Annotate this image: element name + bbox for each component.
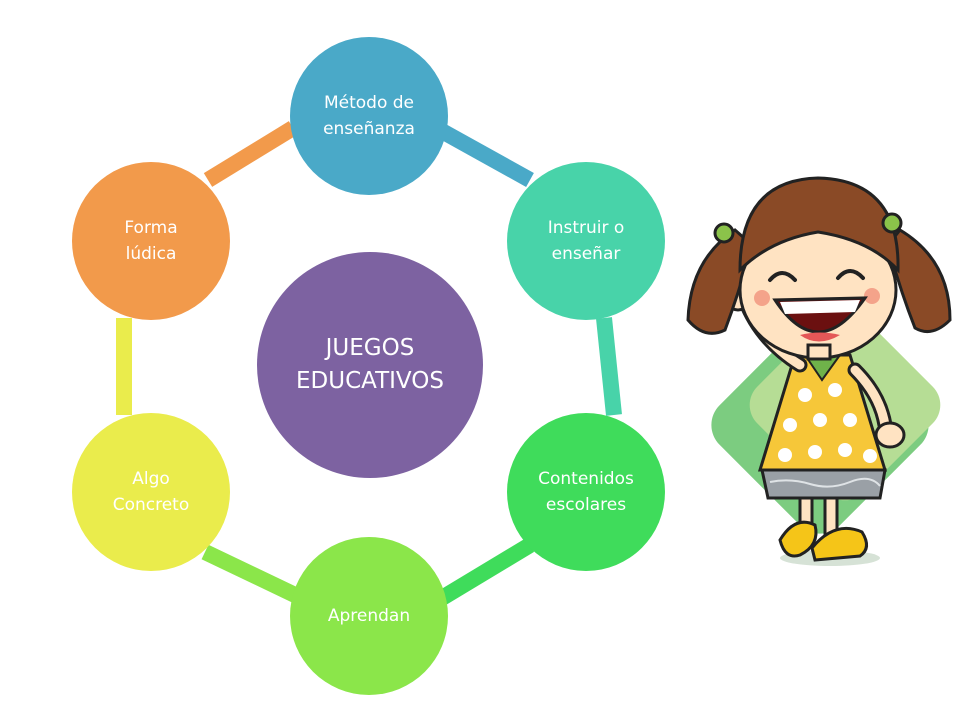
ring-arc-6 bbox=[203, 121, 298, 187]
ring-arc-2 bbox=[596, 317, 622, 416]
node-label-line2: lúdica bbox=[125, 244, 177, 264]
node-label-line2: enseñar bbox=[551, 244, 621, 264]
node-contenidos-escolares: Contenidos escolares bbox=[507, 413, 665, 571]
node-metodo-de-ensenanza: Método de enseñanza bbox=[290, 37, 448, 195]
ring-arc-3 bbox=[437, 538, 535, 605]
node-label-line1: Método de bbox=[323, 93, 415, 113]
ring-arc-4 bbox=[201, 544, 299, 603]
node-label-line1: Forma bbox=[124, 218, 178, 238]
center-label-line1: JUEGOS bbox=[325, 335, 415, 361]
node-label-line2: enseñanza bbox=[323, 119, 415, 139]
node-aprendan: Aprendan bbox=[290, 537, 448, 695]
center-node: JUEGOS EDUCATIVOS bbox=[257, 252, 483, 478]
node-label-line1: Algo bbox=[132, 469, 170, 489]
center-label-line2: EDUCATIVOS bbox=[296, 368, 444, 394]
node-label-line1: Aprendan bbox=[327, 606, 411, 626]
ring-arc-1 bbox=[436, 123, 534, 187]
node-forma-ludica: Forma lúdica bbox=[72, 162, 230, 320]
node-algo-concreto: Algo Concreto bbox=[72, 413, 230, 571]
node-label-line2: escolares bbox=[545, 495, 627, 515]
cartoon-girl-waving-icon bbox=[686, 176, 952, 566]
node-label-line2: Concreto bbox=[112, 495, 190, 515]
node-instruir-o-ensenar: Instruir o enseñar bbox=[507, 162, 665, 320]
node-label-line1: Instruir o bbox=[547, 218, 625, 238]
node-label-line1: Contenidos bbox=[538, 469, 634, 489]
